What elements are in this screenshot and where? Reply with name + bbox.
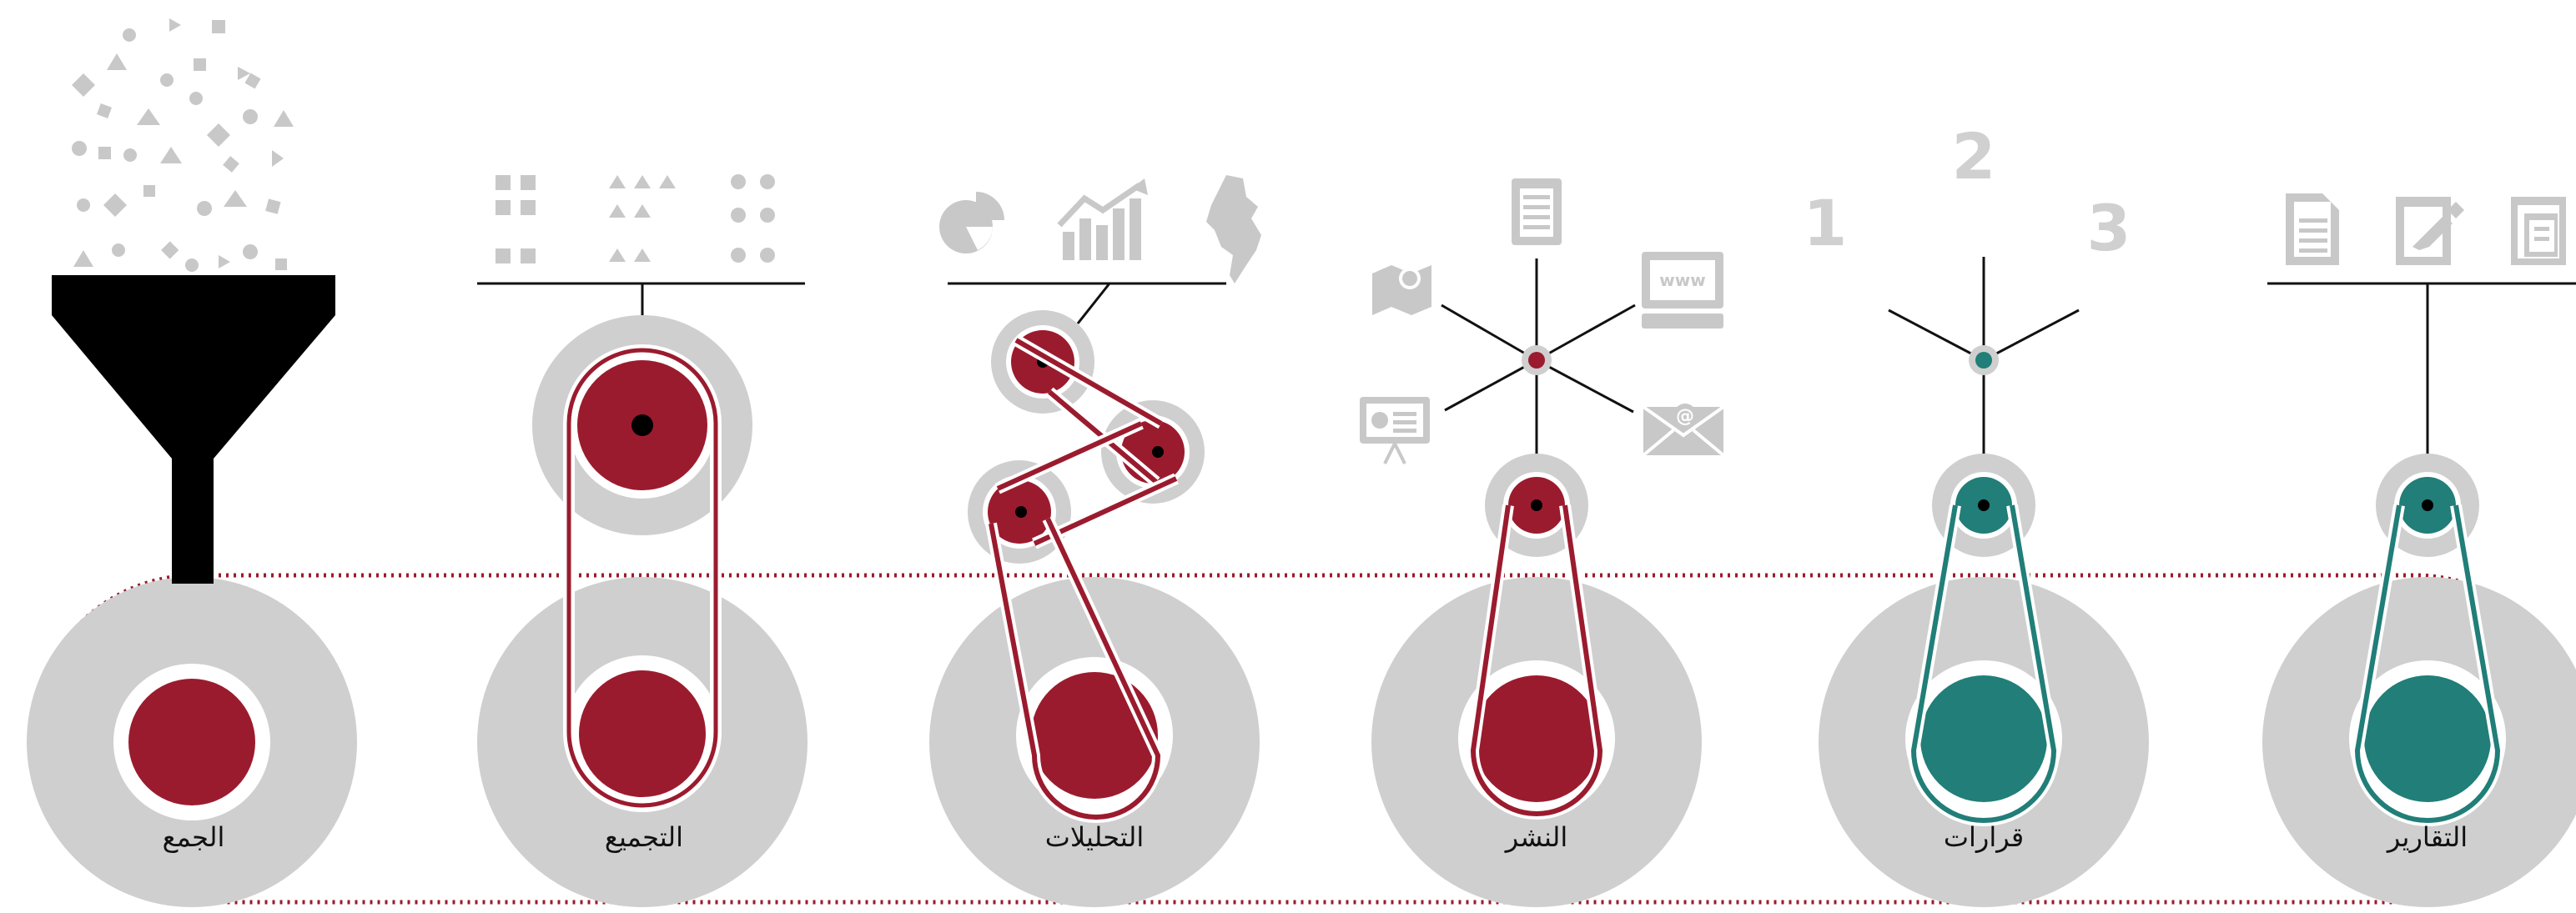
aggregation-belt-inner: [566, 348, 718, 808]
grid-squares-triangles-dots-icon: [496, 174, 775, 263]
report-edit-icon: [2396, 197, 2464, 265]
stage-aggregation: التجميع: [477, 174, 808, 907]
document-icon: [1512, 178, 1562, 245]
map-icon: [1206, 175, 1261, 283]
web-monitor-label: www: [1659, 270, 1705, 290]
stage-label-collection: الجمع: [163, 821, 225, 853]
stage-label-decisions: قرارات: [1944, 821, 2024, 853]
decisions-spokes: [1888, 257, 2080, 457]
decisions-wheel-hub: [1920, 675, 2047, 802]
scattered-particles-icon: [72, 18, 294, 272]
reports-small-wheel-axle: [2422, 499, 2433, 511]
reports-wheel-hub: [2364, 675, 2491, 802]
stage-reports: التقارير: [2262, 193, 2576, 907]
bar-trend-icon: [1057, 178, 1148, 260]
mail-icon: @: [1642, 404, 1725, 457]
stage-label-analytics: التحليلات: [1045, 821, 1144, 853]
web-monitor-icon: www: [1642, 252, 1723, 329]
decision-number-1: 1: [1804, 186, 1848, 260]
stage-analytics: التحليلات: [929, 175, 1261, 907]
stage-label-dissemination: النشر: [1504, 821, 1568, 853]
reports-belt-inner: [2354, 504, 2501, 823]
stage-dissemination: www @: [1360, 178, 1725, 907]
map-pin-icon: [1372, 265, 1431, 315]
dissemination-spokes: [1441, 258, 1636, 457]
decision-number-3: 3: [2087, 191, 2131, 265]
analytics-gear-left-axle: [1015, 506, 1027, 518]
dissemination-small-wheel-axle: [1531, 499, 1542, 511]
analytics-connector: [1076, 283, 1111, 324]
analytics-belts: [985, 334, 1179, 823]
funnel-icon: [52, 275, 335, 584]
dissemination-belt-inner: [1470, 504, 1603, 816]
decisions-node: [1975, 352, 1992, 369]
decision-number-2: 2: [1952, 119, 1996, 193]
decisions-belt-inner: [1910, 504, 2057, 823]
presentation-icon: [1360, 397, 1430, 464]
analytics-wheel-hub: [1031, 672, 1158, 799]
stage-label-reports: التقارير: [2386, 821, 2468, 853]
stage-collection: الجمع: [27, 18, 357, 907]
aggregation-wheel-hub: [579, 670, 706, 797]
pie-chart-icon: [939, 192, 1004, 253]
analytics-gear-right-axle: [1152, 446, 1164, 458]
decisions-small-wheel-axle: [1978, 499, 1990, 511]
aggregation-small-wheel-axle: [631, 414, 653, 436]
report-stack-icon: [2511, 197, 2566, 265]
collection-wheel-hub: [128, 679, 255, 805]
mail-icon-at-sign: @: [1676, 406, 1694, 427]
stage-decisions: 1 2 3 قرارات: [1804, 119, 2149, 907]
dissemination-wheel-hub: [1473, 675, 1600, 802]
stage-label-aggregation: التجميع: [605, 821, 683, 853]
report-document-icon: [2286, 193, 2339, 265]
dissemination-node: [1528, 352, 1545, 369]
conveyor-dotted-outline: [30, 573, 2576, 905]
